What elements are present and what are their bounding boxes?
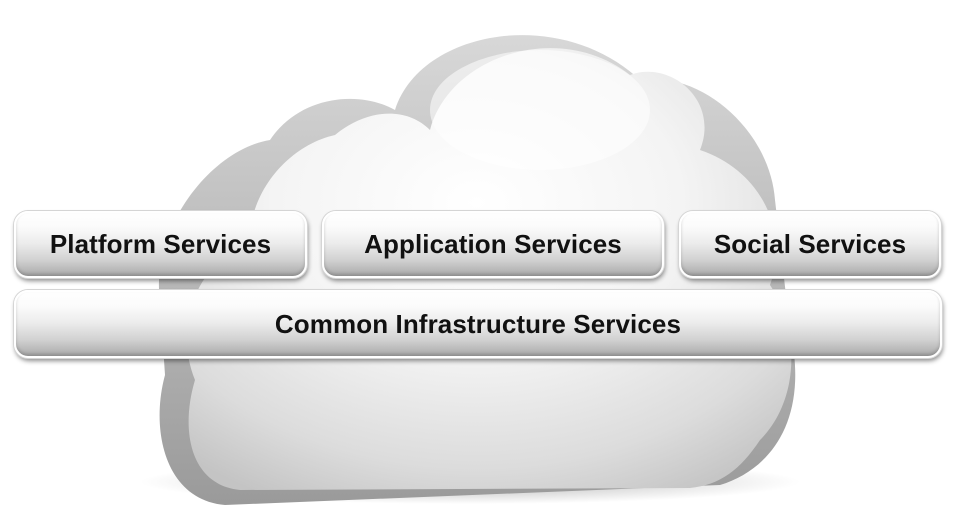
social-services-label: Social Services [713,229,907,259]
social-services-box: Social Services [679,211,941,278]
application-services-label: Application Services [364,229,622,259]
application-services-box: Application Services [322,211,664,278]
platform-services-box: Platform Services [14,211,307,278]
platform-services-label: Platform Services [49,229,272,259]
common-infrastructure-services-label: Common Infrastructure Services [274,308,682,339]
common-infrastructure-services-box: Common Infrastructure Services [14,290,942,358]
cloud-highlight [430,50,650,170]
